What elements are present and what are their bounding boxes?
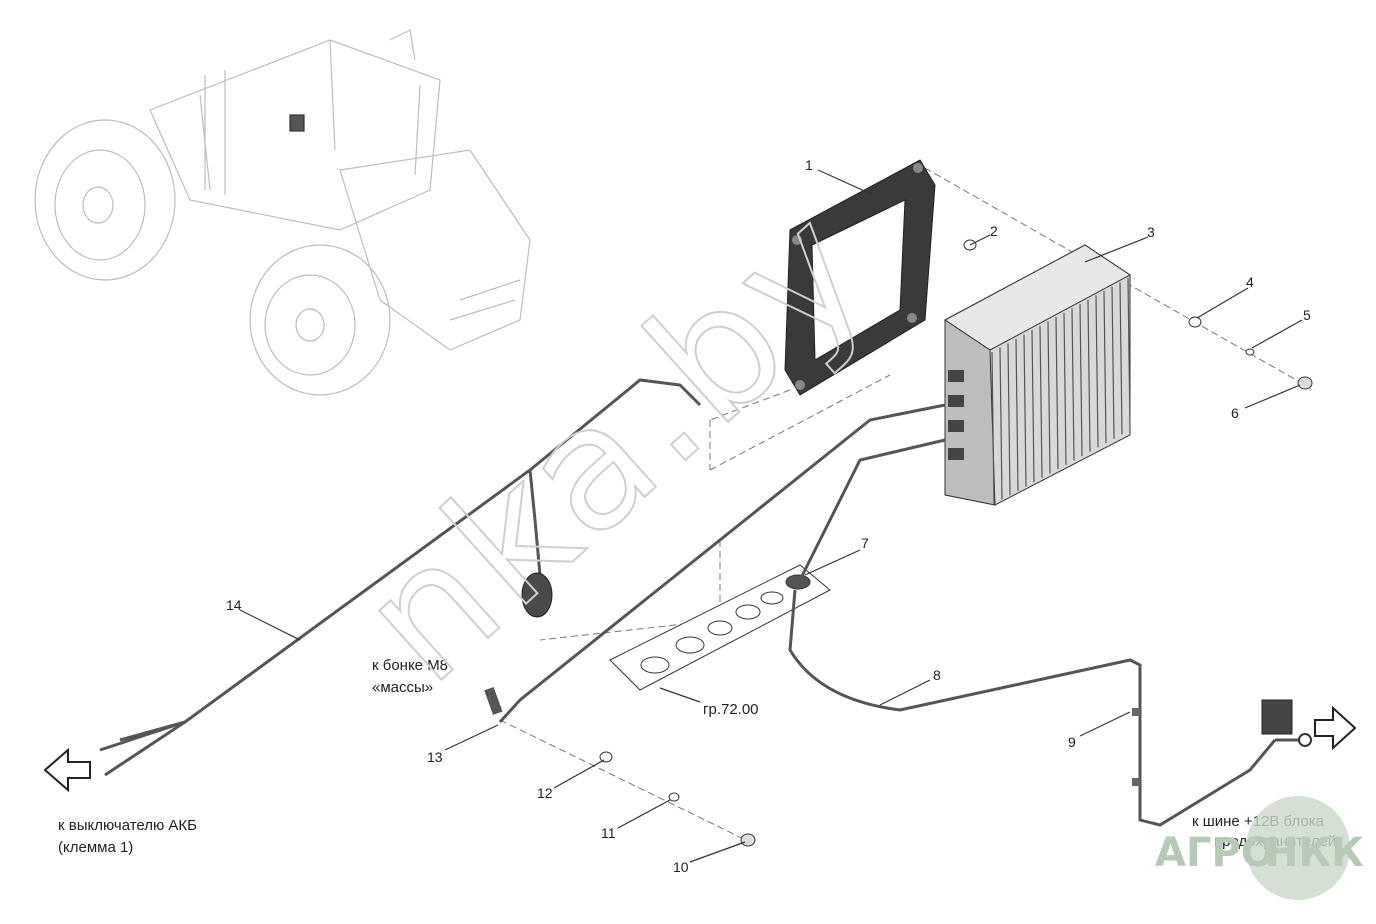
fin-line bbox=[1007, 343, 1011, 496]
callout-9: 9 bbox=[1068, 734, 1076, 750]
controller-unit bbox=[944, 244, 1131, 506]
callout-13: 13 bbox=[427, 749, 443, 765]
tractor-illustration bbox=[34, 29, 531, 396]
fasteners bbox=[484, 239, 1313, 847]
callout-14: 14 bbox=[226, 597, 242, 613]
note-group-ref: гр.72.00 bbox=[703, 701, 759, 718]
bracket-plate bbox=[609, 564, 831, 691]
cables bbox=[99, 378, 1300, 827]
fin-line bbox=[991, 351, 995, 505]
fin-line bbox=[999, 347, 1003, 500]
callout-12: 12 bbox=[537, 785, 553, 801]
logo-left: АГРО bbox=[1155, 830, 1275, 876]
callout-2: 2 bbox=[990, 223, 998, 239]
callout-3: 3 bbox=[1147, 224, 1155, 240]
leader-lines bbox=[239, 169, 1303, 863]
mounting-frame bbox=[784, 159, 936, 396]
callout-10: 10 bbox=[673, 859, 689, 875]
fin-line bbox=[1103, 291, 1107, 444]
callout-8: 8 bbox=[933, 667, 941, 683]
callout-4: 4 bbox=[1246, 274, 1254, 290]
fin-line bbox=[1079, 304, 1083, 457]
fin-line bbox=[1023, 334, 1027, 487]
left-arrow-icon bbox=[43, 747, 91, 793]
fin-line bbox=[1047, 321, 1051, 474]
callout-7: 7 bbox=[861, 535, 869, 551]
agro-logo: АГРО НКК bbox=[1155, 796, 1364, 900]
watermark: nka.by bbox=[325, 168, 908, 721]
arrows bbox=[43, 705, 1357, 793]
fin-line bbox=[1063, 312, 1067, 465]
notes: к бонке М8 «массы» гр.72.00 к выключател… bbox=[58, 657, 1336, 856]
logo-right: НКК bbox=[1265, 830, 1364, 876]
fin-line bbox=[1039, 325, 1043, 478]
callout-11: 11 bbox=[601, 825, 616, 841]
callout-1: 1 bbox=[805, 157, 813, 173]
fin-line bbox=[1111, 286, 1115, 439]
alignment-lines bbox=[499, 167, 1306, 843]
fin-line bbox=[1015, 338, 1019, 491]
fin-line bbox=[1055, 317, 1059, 470]
fin-line bbox=[1095, 295, 1099, 448]
note-boss-line1: к бонке М8 bbox=[372, 657, 448, 674]
fin-line bbox=[1087, 299, 1091, 452]
note-battery-line1: к выключателю АКБ bbox=[58, 817, 197, 834]
callout-6: 6 bbox=[1231, 405, 1239, 421]
note-battery-line2: (клемма 1) bbox=[58, 839, 133, 856]
fin-line bbox=[1071, 308, 1075, 461]
right-arrow-icon bbox=[1314, 705, 1357, 751]
fin-line bbox=[1031, 330, 1035, 483]
callout-numbers: 1 2 3 4 5 6 7 8 9 10 11 12 13 14 bbox=[226, 157, 1311, 875]
callout-5: 5 bbox=[1303, 307, 1311, 323]
fin-line bbox=[1127, 277, 1131, 431]
cooling-fins bbox=[991, 277, 1131, 505]
fin-line bbox=[1119, 282, 1123, 435]
note-boss-line2: «массы» bbox=[372, 679, 433, 696]
